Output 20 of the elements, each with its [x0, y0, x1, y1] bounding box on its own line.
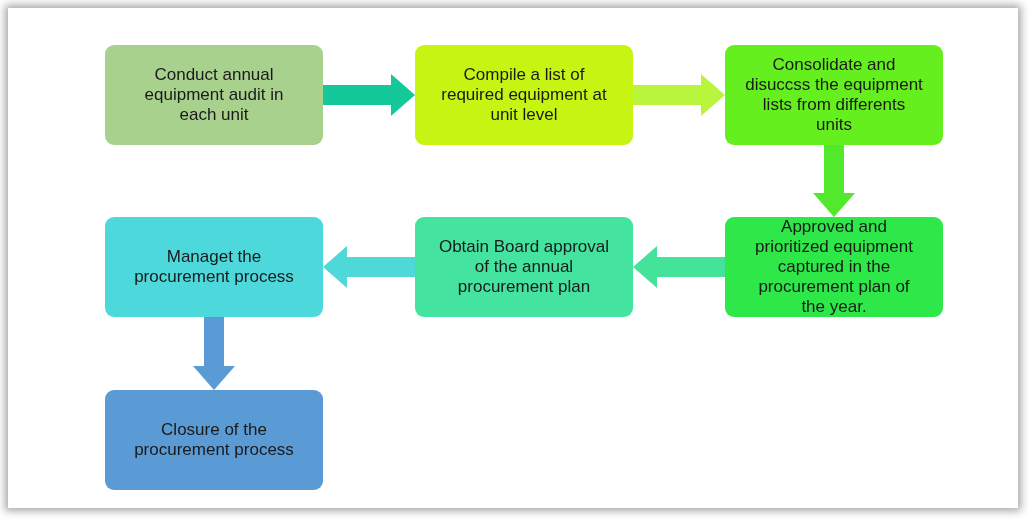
process-box	[725, 217, 943, 317]
block-arrow	[633, 74, 725, 116]
block-arrow	[633, 246, 725, 288]
step-text: Managet the procurement process	[133, 247, 295, 287]
block-arrow	[323, 246, 415, 288]
step-text: Obtain Board approval of the annual procurement plan	[437, 237, 611, 297]
process-box	[105, 45, 323, 145]
step-text: Compile a list of required equipment at unit level	[440, 65, 608, 125]
process-box	[105, 390, 323, 490]
process-box	[415, 217, 633, 317]
step-text: Approved and prioritized equipment captured in the procurement plan of the year.	[754, 217, 914, 317]
process-box	[105, 217, 323, 317]
block-arrow	[193, 317, 235, 390]
step-text: Consolidate and disuccss the equipment lists from differents units	[745, 55, 923, 135]
block-arrow	[813, 145, 855, 217]
step-text: Closure of the procurement process	[133, 420, 295, 460]
process-box	[415, 45, 633, 145]
step-text: Conduct annual equipment audit in each unit	[143, 65, 285, 125]
process-box	[725, 45, 943, 145]
block-arrow	[323, 74, 415, 116]
